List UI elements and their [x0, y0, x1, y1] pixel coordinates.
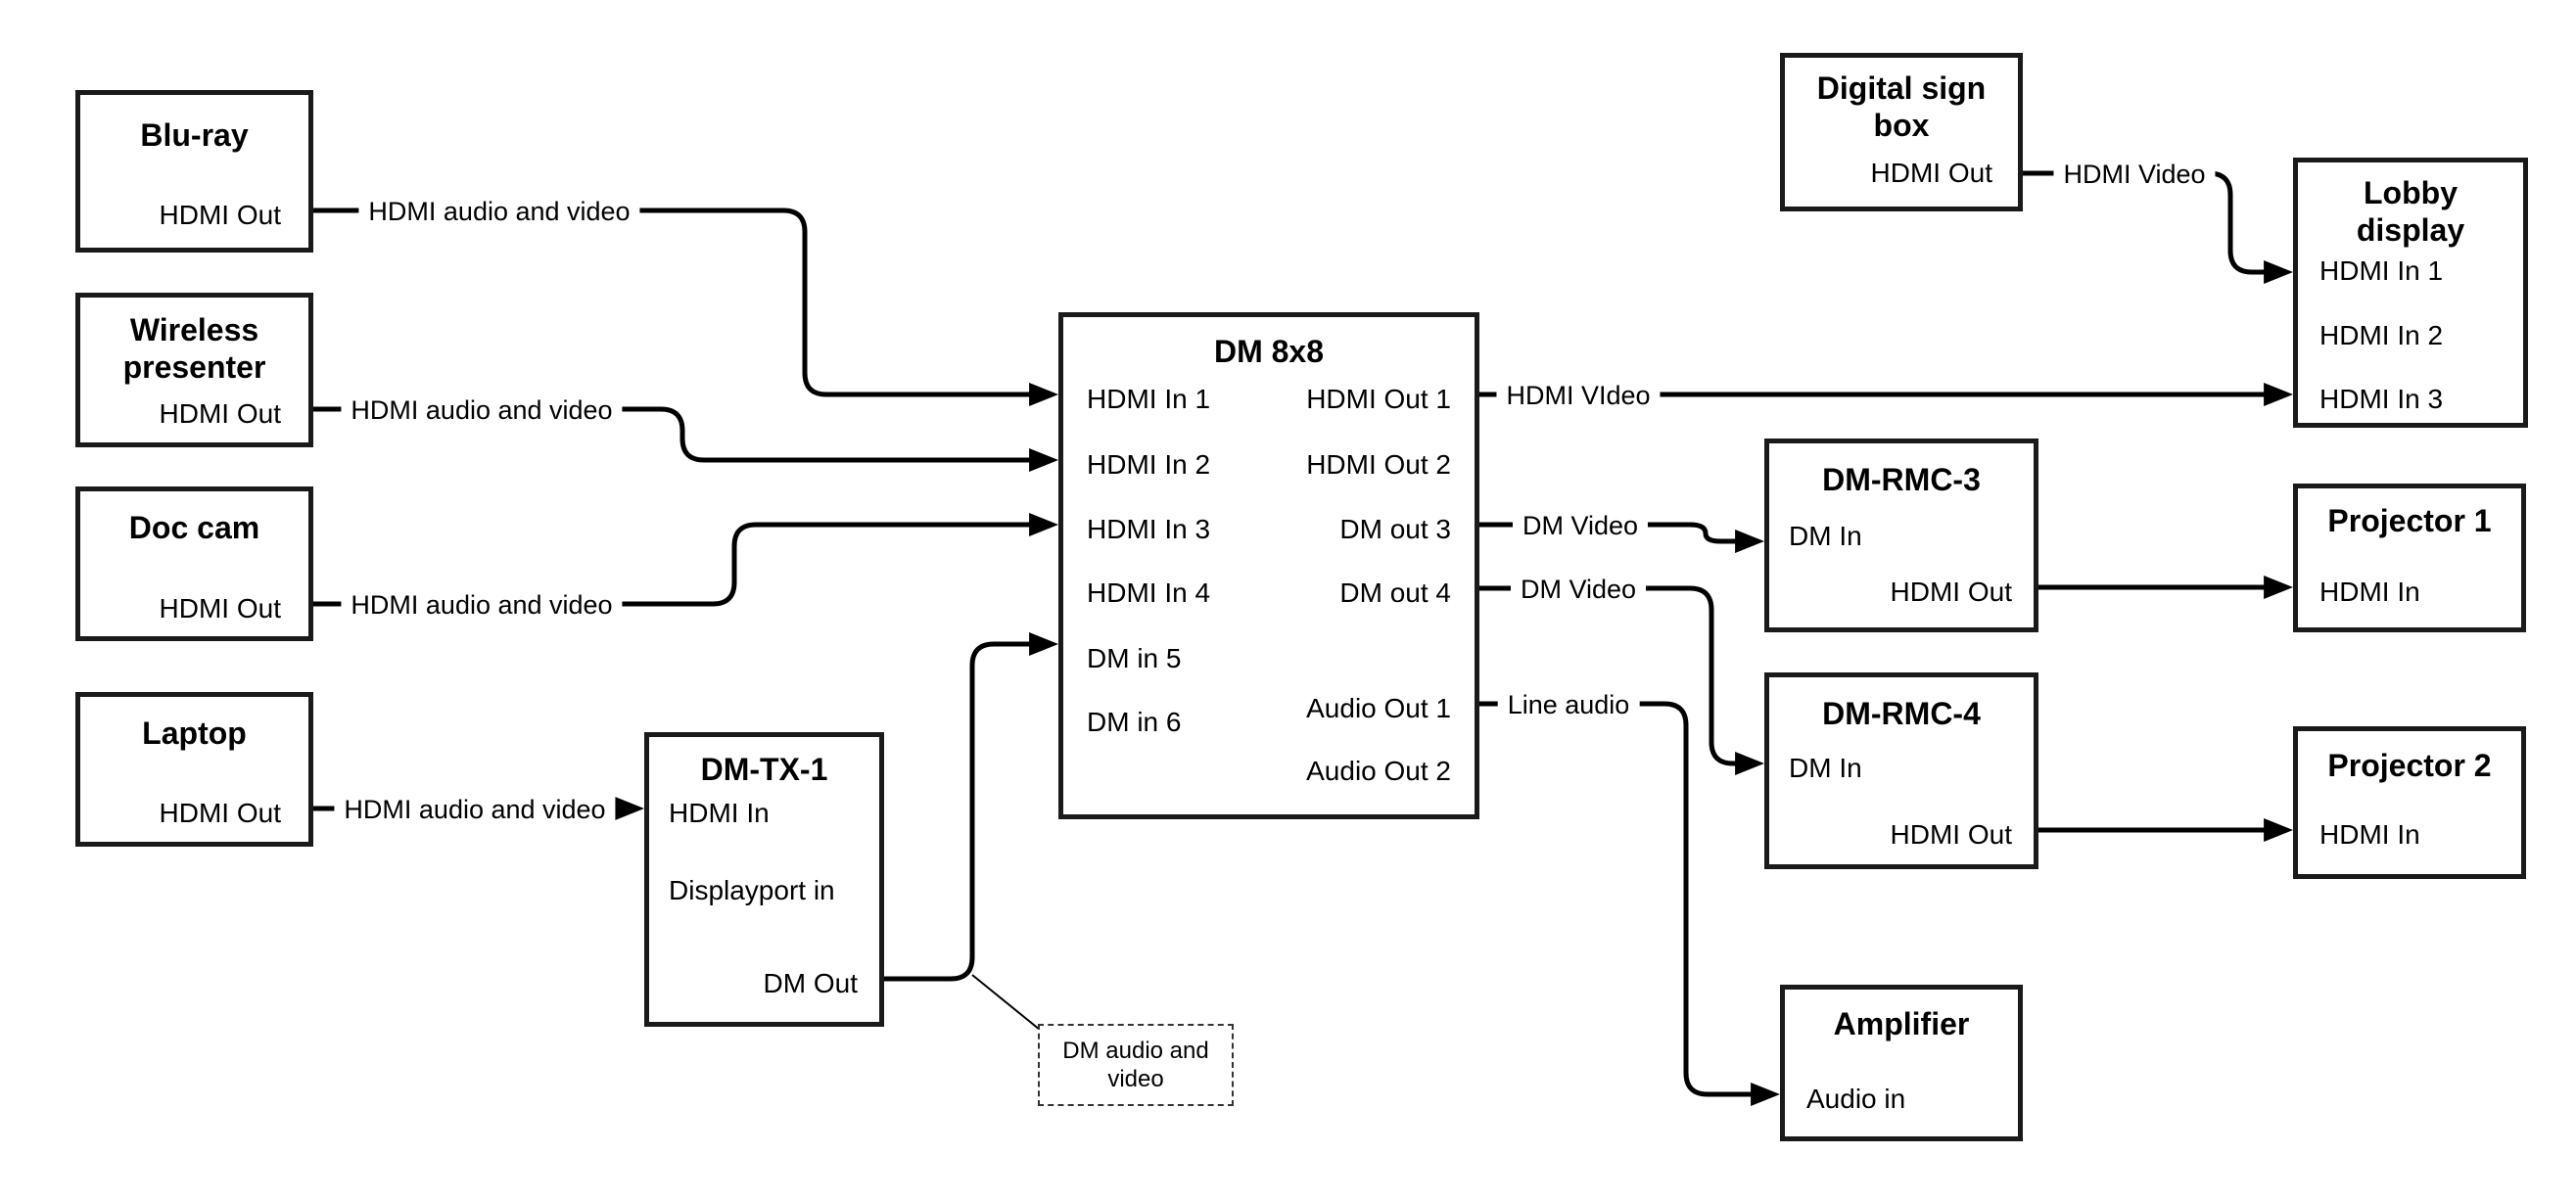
node-rmc4-title: DM-RMC-4 [1822, 696, 1981, 731]
edge-doccam-to-dm8x8-hdmi-in3 [313, 513, 1059, 607]
port-dm8x8-dm-in-6: DM in 6 [1087, 707, 1182, 737]
node-doccam-title: Doc cam [128, 510, 260, 545]
port-dm8x8-audio-out-1: Audio Out 1 [1306, 693, 1451, 723]
edge-label-laptop-hdmi-av: HDMI audio and video [334, 794, 616, 825]
node-dm8x8-title: DM 8x8 [1213, 334, 1325, 369]
edge-label-hdmi-video-out1: HDMI VIdeo [1496, 380, 1661, 411]
edge-dm8x8-dmout4-to-rmc4-dm-in [1479, 585, 1765, 775]
annotation-text: DM audio and video [1062, 1038, 1209, 1092]
node-proj1-title: Projector 1 [2327, 503, 2492, 538]
port-lobby-hdmi-in-1: HDMI In 1 [2319, 255, 2444, 286]
node-dm-tx-1: DM-TX-1 HDMI In Displayport in DM Out [644, 732, 884, 1027]
node-doc-cam: Doc cam HDMI Out [75, 486, 313, 641]
port-bluray-hdmi-out: HDMI Out [159, 200, 281, 230]
port-proj1-hdmi-in: HDMI In [2319, 577, 2420, 607]
port-dm8x8-dm-in-5: DM in 5 [1087, 643, 1182, 673]
node-laptop-title: Laptop [142, 716, 247, 751]
port-dm8x8-hdmi-out-1: HDMI Out 1 [1306, 384, 1451, 414]
node-amplifier-title: Amplifier [1833, 1006, 1970, 1041]
port-dm8x8-audio-out-2: Audio Out 2 [1306, 756, 1451, 786]
node-signbox-title: Digital sign box [1816, 70, 1987, 143]
port-rmc4-dm-in: DM In [1789, 753, 1862, 783]
node-wireless-title: Wireless presenter [122, 312, 266, 385]
port-rmc3-hdmi-out: HDMI Out [1890, 577, 2012, 607]
node-projector-2: Projector 2 HDMI In [2293, 726, 2526, 879]
annotation-dm-audio-video: DM audio and video [1038, 1024, 1234, 1106]
annotation-callout-line [971, 974, 1041, 1031]
node-lobby-title: Lobby display [2356, 175, 2465, 248]
node-amplifier: Amplifier Audio in [1780, 985, 2023, 1141]
port-dm8x8-hdmi-in-1: HDMI In 1 [1087, 384, 1211, 414]
node-laptop: Laptop HDMI Out [75, 692, 313, 847]
node-wireless-presenter: Wireless presenter HDMI Out [75, 293, 313, 447]
port-laptop-hdmi-out: HDMI Out [159, 798, 281, 828]
node-dm-rmc-3: DM-RMC-3 DM In HDMI Out [1764, 439, 2038, 632]
node-dm-rmc-4: DM-RMC-4 DM In HDMI Out [1764, 672, 2038, 869]
port-amplifier-audio-in: Audio in [1806, 1084, 1906, 1114]
edge-signbox-to-lobby-hdmi-in1 [2023, 170, 2294, 284]
port-proj2-hdmi-in: HDMI In [2319, 819, 2420, 850]
node-bluray: Blu-ray HDMI Out [75, 90, 313, 253]
port-doccam-hdmi-out: HDMI Out [159, 593, 281, 624]
port-wireless-hdmi-out: HDMI Out [159, 398, 281, 429]
port-dm8x8-dm-out-4: DM out 4 [1339, 577, 1451, 608]
port-dm8x8-dm-out-3: DM out 3 [1339, 514, 1451, 544]
port-dmtx1-hdmi-in: HDMI In [669, 798, 770, 828]
port-dm8x8-hdmi-in-2: HDMI In 2 [1087, 449, 1211, 480]
node-projector-1: Projector 1 HDMI In [2293, 484, 2526, 632]
node-proj2-title: Projector 2 [2327, 748, 2492, 783]
node-dm-8x8: DM 8x8 HDMI In 1 HDMI In 2 HDMI In 3 HDM… [1058, 312, 1479, 819]
edge-label-bluray-hdmi-av: HDMI audio and video [358, 196, 640, 227]
port-rmc4-hdmi-out: HDMI Out [1890, 819, 2012, 850]
edge-dm8x8-audioout1-to-amplifier [1479, 701, 1781, 1106]
node-lobby-display: Lobby display HDMI In 1 HDMI In 2 HDMI I… [2293, 158, 2528, 428]
port-lobby-hdmi-in-2: HDMI In 2 [2319, 320, 2444, 350]
port-dm8x8-hdmi-in-3: HDMI In 3 [1087, 514, 1211, 544]
port-signbox-hdmi-out: HDMI Out [1870, 158, 1992, 188]
edge-label-wireless-hdmi-av: HDMI audio and video [341, 394, 623, 426]
edge-label-doccam-hdmi-av: HDMI audio and video [341, 589, 623, 621]
edge-dmtx1-dmout-to-dm8x8-dm-in5 [884, 632, 1059, 982]
port-dm8x8-hdmi-out-2: HDMI Out 2 [1306, 449, 1451, 480]
node-rmc3-title: DM-RMC-3 [1822, 462, 1981, 497]
edge-dm8x8-dmout3-to-rmc3-dm-in [1479, 522, 1765, 553]
edge-bluray-to-dm8x8-hdmi-in1 [313, 208, 1059, 406]
edge-label-line-audio: Line audio [1497, 689, 1640, 720]
port-dm8x8-hdmi-in-4: HDMI In 4 [1087, 577, 1211, 608]
node-dmtx1-title: DM-TX-1 [700, 752, 828, 787]
port-rmc3-dm-in: DM In [1789, 521, 1862, 551]
port-dmtx1-displayport-in: Displayport in [669, 875, 835, 905]
edge-wireless-to-dm8x8-hdmi-in2 [313, 406, 1059, 472]
node-bluray-title: Blu-ray [140, 117, 249, 153]
port-lobby-hdmi-in-3: HDMI In 3 [2319, 384, 2444, 414]
edge-label-dm-video-out3: DM Video [1512, 510, 1649, 541]
edge-label-dm-video-out4: DM Video [1510, 574, 1647, 605]
edge-label-signbox-hdmi-video: HDMI Video [2053, 159, 2216, 190]
node-digital-sign-box: Digital sign box HDMI Out [1780, 53, 2023, 211]
port-dmtx1-dm-out: DM Out [763, 968, 858, 998]
